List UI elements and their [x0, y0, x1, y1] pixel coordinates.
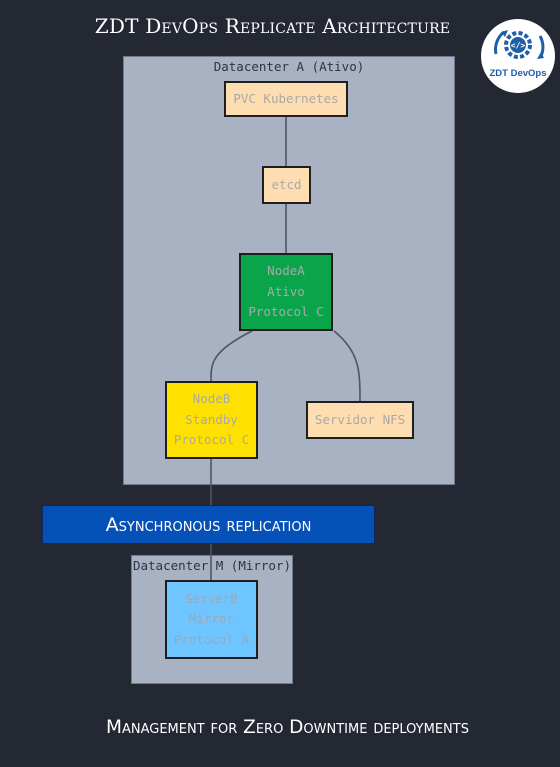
edge-nodea-nfs	[333, 330, 361, 402]
logo-text: ZDT DevOps	[489, 68, 546, 79]
edge-nodea-nodeb	[210, 330, 253, 382]
asynchronous-replication-banner: Asynchronous replication	[42, 505, 375, 544]
servidor-nfs-node: Servidor NFS	[306, 401, 414, 439]
zdt-devops-logo: </> ZDT DevOps	[481, 19, 555, 93]
code-glyph: </>	[511, 41, 526, 50]
node-a: NodeA Ativo Protocol C	[239, 253, 333, 331]
etcd-node: etcd	[262, 166, 311, 204]
page-title: ZDT DevOps Replicate Architecture	[94, 14, 451, 38]
footer-caption: Management for Zero Downtime deployments	[106, 717, 469, 738]
pvc-kubernetes-node: PVC Kubernetes	[224, 81, 348, 117]
datacenter-m-label: Datacenter M (Mirror)	[132, 558, 292, 573]
node-b: NodeB Standby Protocol C	[165, 381, 258, 459]
server-b-node: ServerB Mirror Protocol A	[165, 580, 258, 659]
gear-icon	[504, 31, 532, 59]
datacenter-a-label: Datacenter A (Ativo)	[213, 59, 365, 74]
